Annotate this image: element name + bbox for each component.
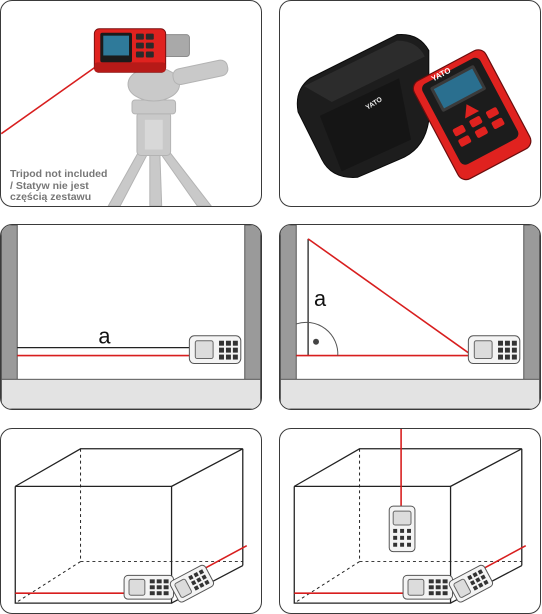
room-box [14,448,244,604]
right-angle-arc [296,321,339,356]
laser-beam-diagonal [307,238,473,357]
laser-beam [1,65,97,135]
distance-label: a [98,324,111,349]
laser-meter-device [467,335,521,364]
panel-room-volume-measurement [279,428,541,614]
room-volume-diagram [293,429,527,604]
panel-product-with-pouch: YATO YATO [279,0,541,207]
room-corner-diagram [14,448,248,604]
laser-meter-device-upright [388,505,416,553]
laser-meter-device-large: YATO [412,49,532,181]
laser-meter-device-front [402,574,454,600]
height-diagram: a [280,225,540,409]
panel-room-corner-measurement [0,428,262,614]
product-illustration: YATO YATO [296,33,532,181]
right-angle-dot [313,338,319,345]
laser-meter-device [188,335,242,364]
laser-meter-device-front [123,574,175,600]
panel-tripod-mount: Tripod not included / Statyw nie jest cz… [0,0,262,207]
right-wall [523,225,540,409]
floor [1,378,261,409]
floor [280,378,540,409]
distance-diagram: a [1,225,261,409]
left-wall [1,225,18,409]
tripod [107,59,229,206]
left-wall [280,225,297,409]
carrying-pouch: YATO [296,33,430,178]
right-wall [244,225,261,409]
tripod-not-included-note: Tripod not included / Statyw nie jest cz… [10,168,108,203]
height-label: a [314,286,327,311]
tripod-illustration [1,28,229,206]
panel-distance-measurement: a [0,224,262,410]
laser-meter-device [93,28,167,73]
panel-height-measurement: a [279,224,541,410]
laser-meter-device-side [448,564,494,603]
laser-meter-device-side [169,564,215,603]
